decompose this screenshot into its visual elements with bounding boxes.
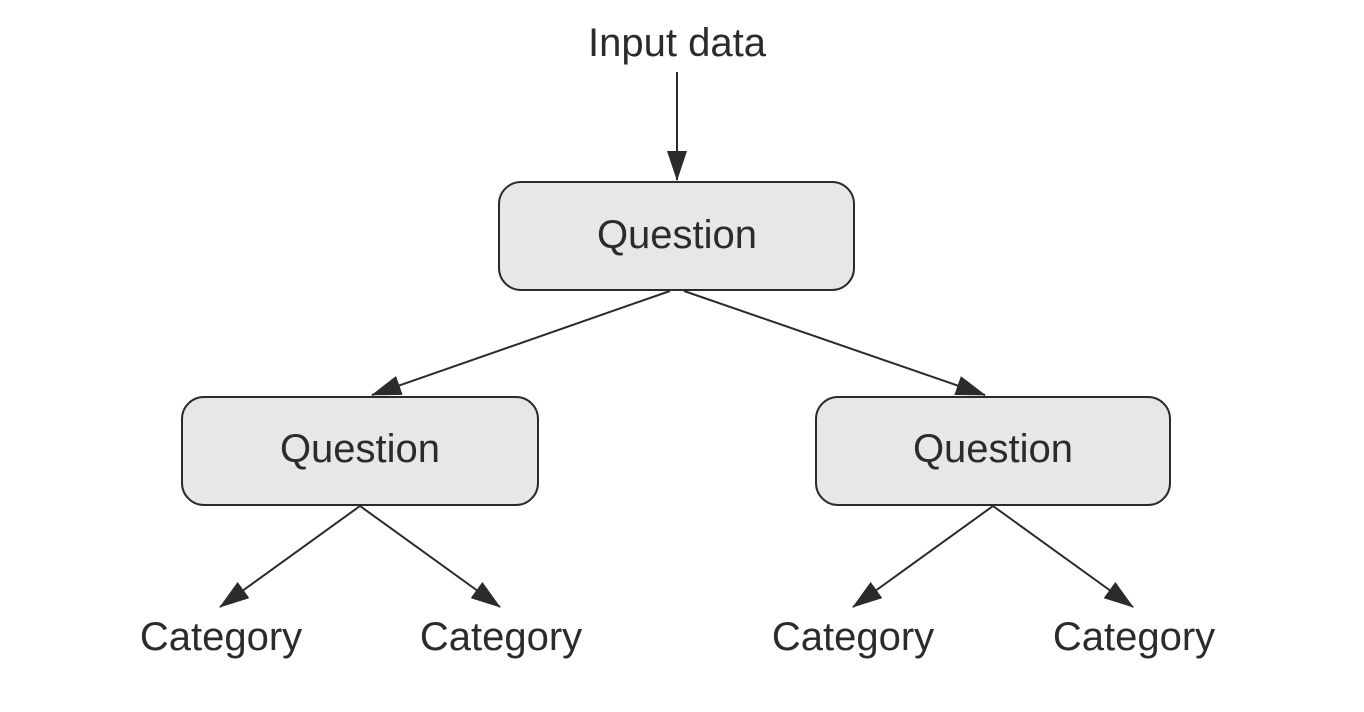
edge-right-to-leaf-1 <box>852 505 994 608</box>
edge-left-to-leaf-2 <box>359 505 501 608</box>
leaf-category-1: Category <box>140 615 302 659</box>
left-question-box <box>181 396 539 506</box>
root-question-label: Question <box>597 213 757 257</box>
right-question-node: Question <box>815 396 1171 506</box>
edge-root-to-right <box>683 290 986 396</box>
leaf-category-2: Category <box>420 615 582 659</box>
left-question-node: Question <box>181 396 539 506</box>
leaf-category-3: Category <box>772 615 934 659</box>
edge-root-to-left <box>371 290 671 396</box>
right-question-box <box>815 396 1171 506</box>
input-data-label: Input data <box>588 21 767 65</box>
root-question-node: Question <box>498 181 855 291</box>
leaf-category-4: Category <box>1053 615 1215 659</box>
root-question-box <box>498 181 855 291</box>
edge-right-to-leaf-2 <box>992 505 1134 608</box>
left-question-label: Question <box>280 427 440 471</box>
right-question-label: Question <box>913 427 1073 471</box>
edge-left-to-leaf-1 <box>219 505 361 608</box>
